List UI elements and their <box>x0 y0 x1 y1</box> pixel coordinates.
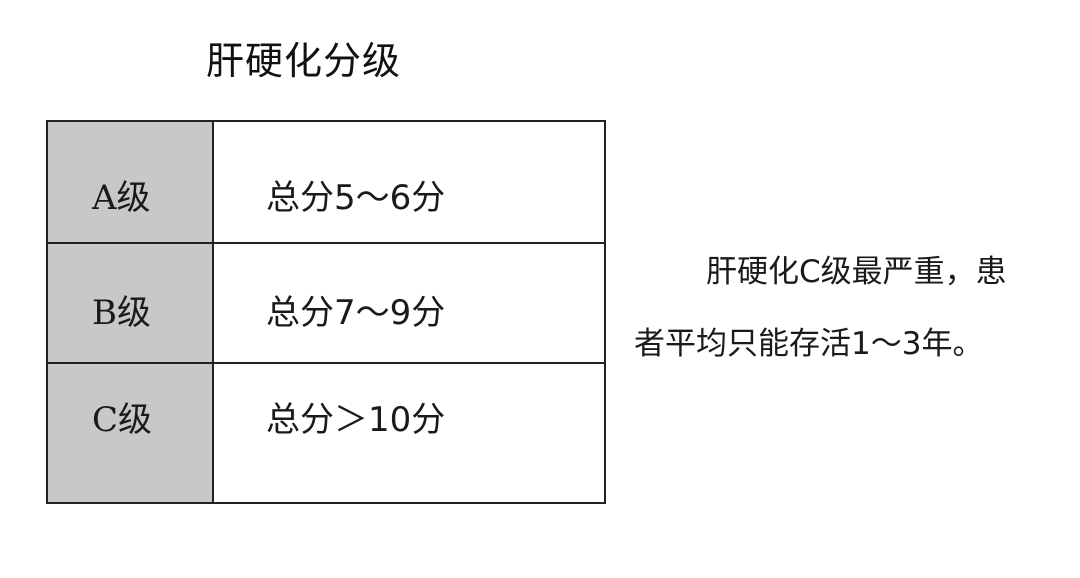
grade-label-b: B级 <box>92 293 151 333</box>
diagram-title: 肝硬化分级 <box>206 39 402 83</box>
grade-column <box>48 122 214 502</box>
note-line-2: 者平均只能存活1～3年。 <box>634 326 984 362</box>
cirrhosis-grade-table: A级 总分5～6分 B级 总分7～9分 C级 总分＞10分 <box>46 120 606 504</box>
score-range-a: 总分5～6分 <box>266 178 446 218</box>
score-range-b: 总分7～9分 <box>266 293 446 333</box>
row-divider <box>48 242 604 244</box>
note-line-1: 肝硬化C级最严重，患 <box>706 254 1007 290</box>
score-range-c: 总分＞10分 <box>266 400 446 440</box>
grade-label-a: A级 <box>92 178 151 218</box>
grade-label-c: C级 <box>92 400 153 440</box>
row-divider <box>48 362 604 364</box>
